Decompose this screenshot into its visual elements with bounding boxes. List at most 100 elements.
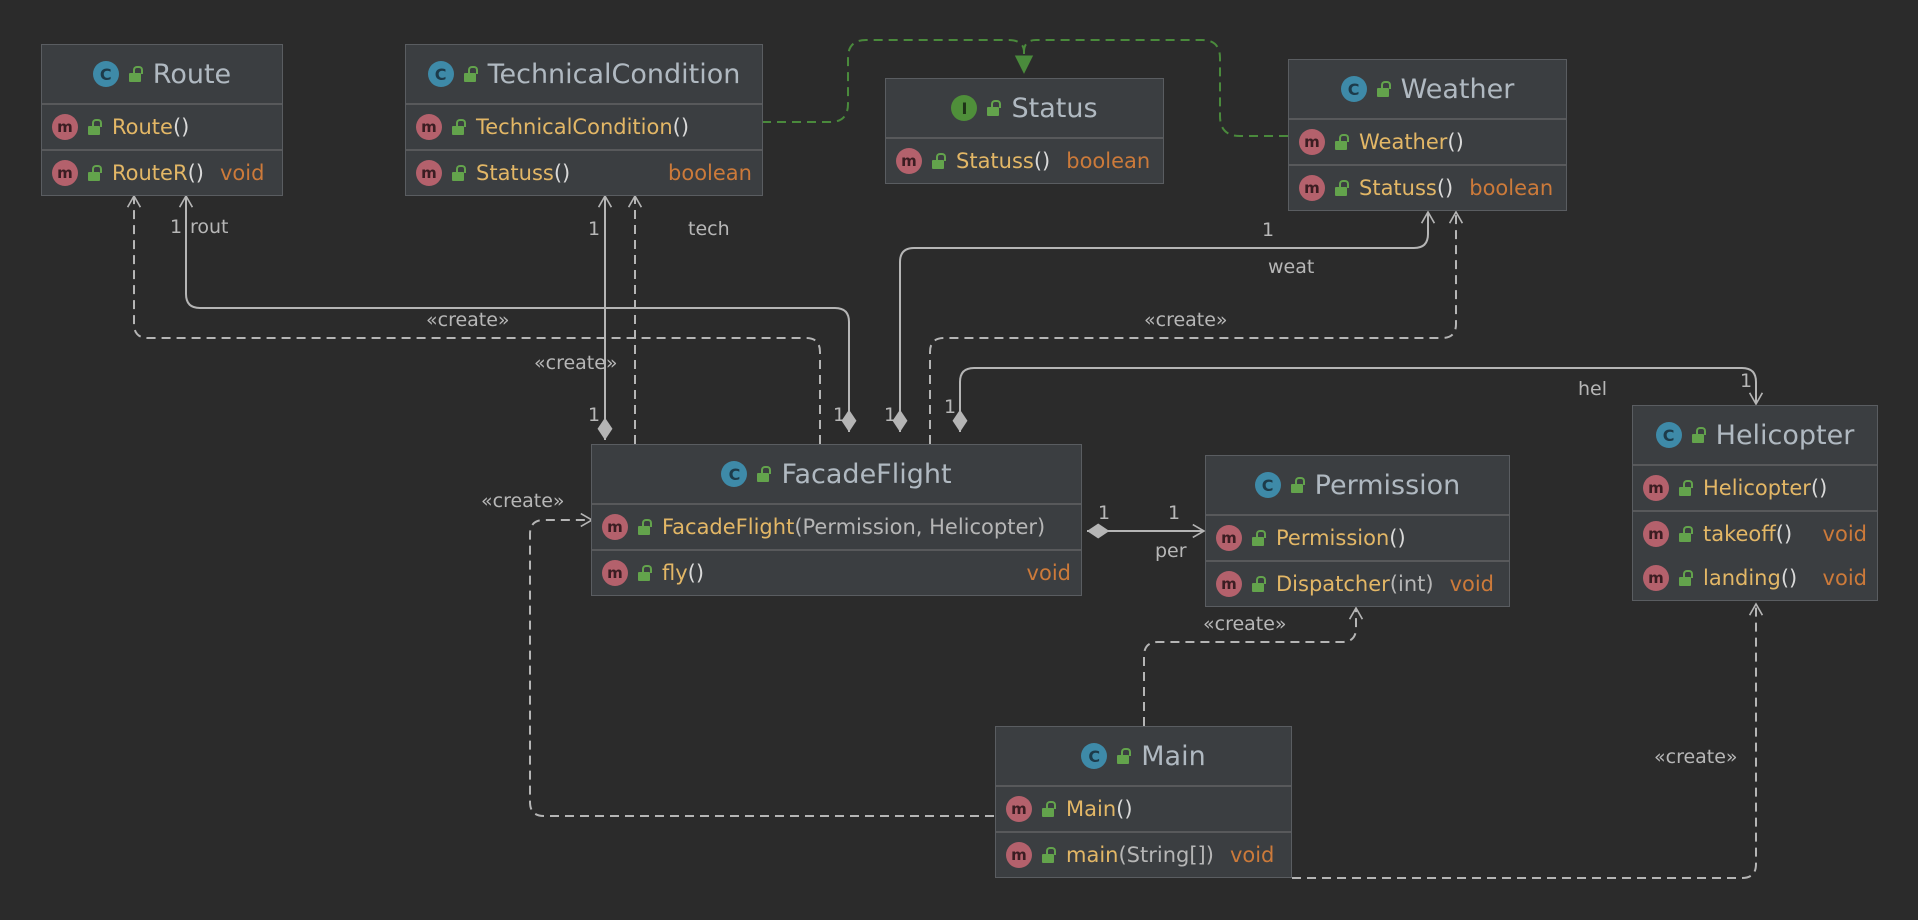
method-row[interactable]: m Permission() [1206, 516, 1509, 560]
class-icon: C [92, 61, 119, 87]
method-icon: m [602, 514, 628, 540]
public-lock-icon [463, 66, 478, 82]
method-name: FacadeFlight [662, 515, 795, 539]
method-name: Permission [1276, 526, 1390, 550]
public-lock-icon [1335, 180, 1349, 196]
facade-weather-end-multiplicity: 1 [884, 404, 897, 426]
method-signature: () [1447, 130, 1464, 154]
method-row[interactable]: m Weather() [1289, 120, 1566, 164]
method-row[interactable]: m Statuss() boolean [1289, 166, 1566, 210]
method-signature: (String[]) [1118, 843, 1214, 867]
method-row[interactable]: m Helicopter() [1633, 466, 1877, 510]
method-row[interactable]: m landing() void [1633, 556, 1877, 600]
method-name: Statuss [956, 149, 1034, 173]
method-row[interactable]: m takeoff() void [1633, 512, 1877, 556]
method-row[interactable]: m FacadeFlight(Permission, Helicopter) [592, 505, 1081, 549]
method-signature: () [187, 161, 204, 185]
static-method-icon: m [1006, 842, 1032, 868]
method-signature: () [672, 115, 690, 139]
edge-techcondition-realizes-status [762, 39, 1034, 123]
method-row[interactable]: m RouteR() void [42, 151, 282, 195]
constructors-section: m Permission() [1206, 516, 1509, 562]
facade-helicopter-end-multiplicity: 1 [944, 396, 957, 418]
abstract-method-icon: m [896, 148, 922, 174]
public-lock-icon [757, 466, 772, 482]
method-row[interactable]: m TechnicalCondition() [406, 105, 762, 149]
method-signature: () [553, 161, 571, 185]
facade-tech-end-multiplicity: 1 [588, 404, 601, 426]
permission-create-label: «create» [1203, 613, 1287, 635]
edge-facade-route-create [126, 194, 821, 444]
method-signature: () [687, 561, 705, 585]
method-name: Statuss [1359, 176, 1437, 200]
methods-section: m Statuss() boolean [1289, 166, 1566, 210]
return-type: void [1449, 572, 1495, 596]
return-type: boolean [668, 161, 752, 185]
method-row[interactable]: m Statuss() boolean [886, 139, 1163, 183]
class-weather[interactable]: C Weather m Weather() m Statuss() boolea… [1288, 59, 1567, 211]
weather-role-label: weat [1268, 256, 1315, 278]
method-icon: m [1643, 521, 1669, 547]
class-technicalcondition[interactable]: C TechnicalCondition m TechnicalConditio… [405, 44, 763, 196]
class-permission[interactable]: C Permission m Permission() m Dispatcher… [1205, 455, 1510, 607]
method-icon: m [1643, 475, 1669, 501]
methods-section: m RouteR() void [42, 151, 282, 195]
interface-status-header: I Status [886, 79, 1163, 139]
method-row[interactable]: m main(String[]) void [996, 833, 1291, 877]
weather-multiplicity: 1 [1262, 219, 1275, 241]
method-icon: m [52, 160, 78, 186]
method-signature: () [172, 115, 190, 139]
edge-facade-route-association [178, 194, 857, 432]
method-row[interactable]: m fly() void [592, 551, 1081, 595]
method-signature: (int) [1389, 572, 1434, 596]
facade-create-label: «create» [481, 490, 565, 512]
interface-status[interactable]: I Status m Statuss() boolean [885, 78, 1164, 184]
public-lock-icon [1252, 530, 1266, 546]
public-lock-icon [638, 519, 652, 535]
method-row[interactable]: m Main() [996, 787, 1291, 831]
techcondition-multiplicity: 1 [588, 218, 601, 240]
constructors-section: m Weather() [1289, 120, 1566, 166]
methods-section: m Statuss() boolean [406, 151, 762, 195]
constructors-section: m Route() [42, 105, 282, 151]
methods-section: m takeoff() void m landing() void [1633, 512, 1877, 600]
method-signature: () [1780, 566, 1798, 590]
methods-section: m Dispatcher(int) void [1206, 562, 1509, 606]
class-name: Route [152, 58, 232, 90]
method-row[interactable]: m Dispatcher(int) void [1206, 562, 1509, 606]
method-name: Statuss [476, 161, 554, 185]
return-type: void [1229, 843, 1275, 867]
public-lock-icon [1042, 801, 1056, 817]
class-technicalcondition-header: C TechnicalCondition [406, 45, 762, 105]
method-signature: (Permission, Helicopter) [794, 515, 1046, 539]
method-row[interactable]: m Statuss() boolean [406, 151, 762, 195]
class-name: Weather [1400, 73, 1515, 105]
permission-source-multiplicity: 1 [1098, 502, 1111, 524]
return-type: void [1822, 566, 1867, 590]
class-helicopter[interactable]: C Helicopter m Helicopter() m takeoff() … [1632, 405, 1878, 601]
public-lock-icon [1117, 748, 1132, 764]
class-icon: C [721, 461, 748, 487]
edge-facade-weather-association [892, 210, 1436, 432]
class-name: FacadeFlight [781, 458, 952, 490]
method-signature: () [1033, 149, 1051, 173]
class-weather-header: C Weather [1289, 60, 1566, 120]
method-row[interactable]: m Route() [42, 105, 282, 149]
class-facadeflight[interactable]: C FacadeFlight m FacadeFlight(Permission… [591, 444, 1082, 596]
edge-facade-helicopter-association [952, 367, 1764, 432]
class-main-header: C Main [996, 727, 1291, 787]
class-icon: C [1655, 422, 1682, 448]
public-lock-icon [88, 119, 102, 135]
edge-main-facade-create [529, 512, 994, 817]
class-icon: C [1254, 472, 1281, 498]
class-main[interactable]: C Main m Main() m main(String[]) void [995, 726, 1292, 878]
public-lock-icon [1290, 477, 1305, 493]
return-type: void [1026, 561, 1071, 585]
class-route[interactable]: C Route m Route() m RouteR() void [41, 44, 283, 196]
route-multiplicity: 1 [170, 216, 183, 238]
public-lock-icon [987, 100, 1002, 116]
return-type: void [1822, 522, 1867, 546]
methods-section: m Statuss() boolean [886, 139, 1163, 183]
constructors-section: m FacadeFlight(Permission, Helicopter) [592, 505, 1081, 551]
edge-facade-weather-create [929, 210, 1464, 444]
